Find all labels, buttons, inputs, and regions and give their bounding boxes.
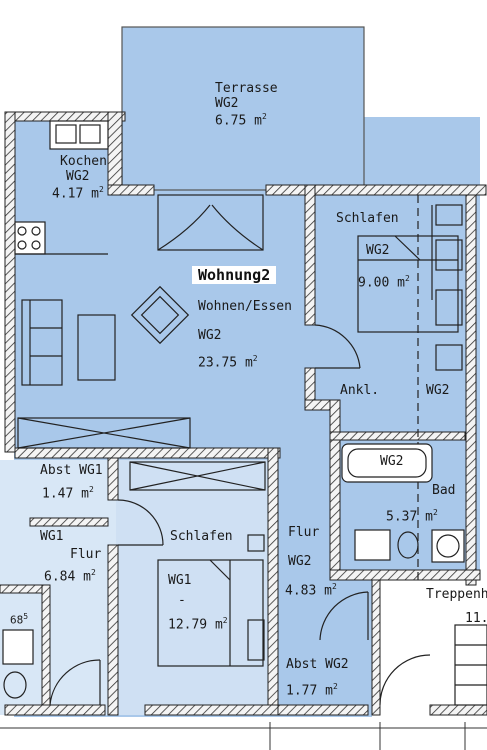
schlafen1-fill (116, 460, 276, 715)
schlafen1-furniture (117, 461, 266, 667)
terrasse-area: 6.75 m2 (215, 111, 267, 129)
stair-stub (454, 624, 487, 706)
flur1-name: Flur (70, 547, 102, 562)
terrasse-outline (121, 26, 365, 191)
terrasse-label: Terrasse WG2 6.75 m2 (215, 81, 278, 129)
bad-code: WG2 (380, 454, 404, 469)
abst1-label: Abst WG1 (40, 463, 103, 478)
misc-dimension: 685 (10, 612, 29, 627)
ankl-code: WG2 (426, 383, 450, 398)
living-furniture (17, 285, 191, 449)
schlafen1-code: WG1 (168, 573, 192, 588)
terrasse-code: WG2 (215, 95, 239, 111)
ankl-name: Ankl. (340, 383, 380, 398)
flur1-area: 6.84 m2 (44, 568, 96, 585)
kochen-label: Kochen WG2 4.17 m2 (52, 154, 107, 202)
abst1-area: 1.47 m2 (42, 485, 94, 502)
kochen-area: 4.17 m2 (52, 184, 104, 202)
kochen-code: WG2 (66, 168, 90, 184)
wohnen-label: Wohnen/Essen WG2 23.75 m2 (198, 299, 292, 371)
treppenhaus-area: 11. (465, 611, 487, 626)
terrasse-name: Terrasse (215, 81, 278, 96)
terrace-door (157, 194, 264, 251)
left-margin (0, 117, 8, 457)
kitchen-fixtures (14, 120, 109, 255)
flur2-code: WG2 (288, 554, 312, 569)
schlafen1-name: Schlafen (170, 529, 233, 544)
bottom-margin (0, 718, 487, 750)
flur1-code: WG1 (40, 529, 64, 544)
schlafen2-name: Schlafen (336, 211, 399, 226)
bad-name: Bad (432, 483, 456, 498)
apartment-title: Wohnung2 (192, 266, 277, 284)
schlafen2-area: 9.00 m2 (358, 274, 410, 291)
flur2-area: 4.83 m2 (285, 582, 337, 599)
schlafen2-code: WG2 (366, 243, 390, 258)
treppenhaus-name: Treppenh (426, 587, 487, 602)
kochen-name: Kochen (60, 154, 107, 169)
bath-fixtures (341, 443, 465, 563)
flur2-doors (319, 591, 431, 706)
wohnen-name: Wohnen/Essen (198, 299, 292, 314)
schlafen1-area: 12.79 m2 (168, 616, 228, 633)
wohnen-code: WG2 (198, 327, 222, 343)
wohnen-area: 23.75 m2 (198, 353, 258, 371)
bad-area: 5.37 m2 (386, 508, 438, 525)
schlafen1-dash: - (178, 593, 186, 608)
flur2-name: Flur (288, 525, 320, 540)
abst2-label: Abst WG2 (286, 657, 349, 672)
walls (0, 111, 487, 716)
dimension-ticks (0, 722, 487, 750)
abst2-area: 1.77 m2 (286, 682, 338, 699)
schlafen2-furniture (314, 195, 463, 580)
wc-fixtures (2, 629, 101, 706)
